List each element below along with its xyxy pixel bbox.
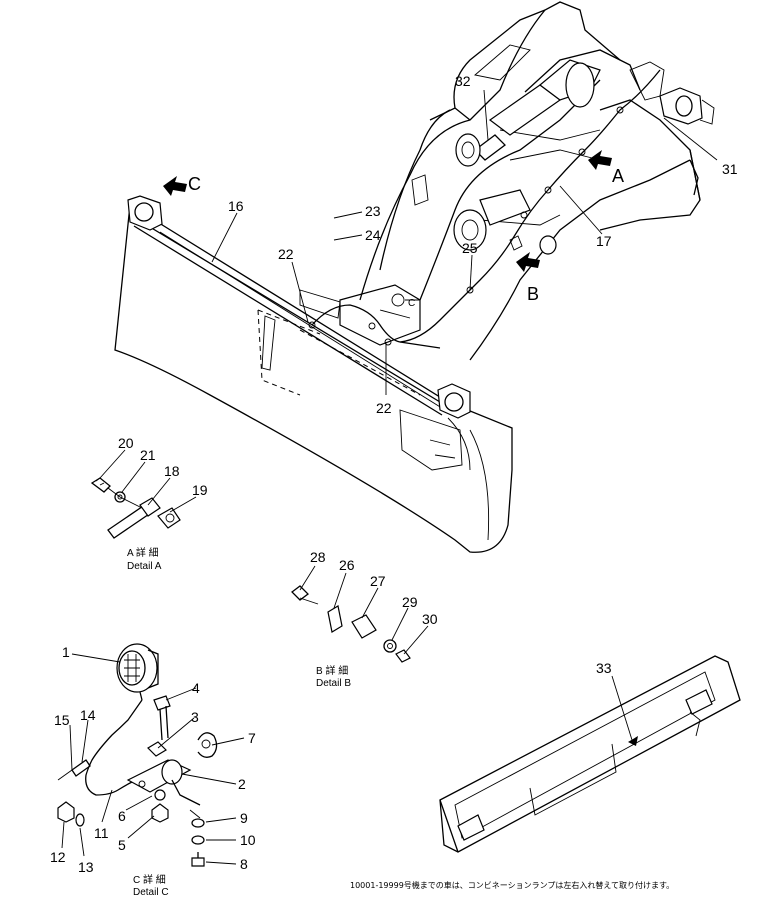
callout-8: 8 <box>240 856 248 872</box>
detail-a-caption-jp: A 詳 細 <box>127 546 159 559</box>
detail-a-caption-en: Detail A <box>127 561 162 572</box>
callout-15: 15 <box>54 712 70 728</box>
callout-21: 21 <box>140 447 156 463</box>
detail-captions: A 詳 細 Detail A B 詳 細 Detail B C 詳 細 Deta… <box>127 546 351 898</box>
detail-c-parts <box>57 643 218 867</box>
callout-4: 4 <box>192 680 200 696</box>
callout-27: 27 <box>370 573 386 589</box>
detail-b-parts <box>291 585 411 663</box>
detail-c-caption-en: Detail C <box>133 887 169 898</box>
detail-a-parts <box>90 477 181 539</box>
callout-5: 5 <box>118 837 126 853</box>
callout-2: 2 <box>238 776 246 792</box>
view-arrow-c <box>163 176 187 196</box>
callout-24: 24 <box>365 227 381 243</box>
dozer-blade <box>114 195 513 553</box>
callout-20: 20 <box>118 435 134 451</box>
callout-32: 32 <box>455 73 471 89</box>
callout-31: 31 <box>722 161 738 177</box>
callout-16: 16 <box>228 198 244 214</box>
view-arrow-a <box>588 150 612 170</box>
callout-29: 29 <box>402 594 418 610</box>
callout-19: 19 <box>192 482 208 498</box>
footnote: 10001-19999号機までの車は、コンビネーションランプは左右入れ替えて取り… <box>350 880 674 890</box>
callout-28: 28 <box>310 549 326 565</box>
callout-22-upper: 22 <box>278 246 294 262</box>
callout-14: 14 <box>80 707 96 723</box>
callout-12: 12 <box>50 849 66 865</box>
view-label-b: B <box>527 284 539 304</box>
callout-3: 3 <box>191 709 199 725</box>
callout-9: 9 <box>240 810 248 826</box>
view-labels: A B C <box>188 166 624 304</box>
callout-13: 13 <box>78 859 94 875</box>
callout-1: 1 <box>62 644 70 660</box>
callout-18: 18 <box>164 463 180 479</box>
callout-11: 11 <box>94 825 109 841</box>
callout-26: 26 <box>339 557 355 573</box>
callout-7: 7 <box>248 730 256 746</box>
callout-23: 23 <box>365 203 381 219</box>
callout-25: 25 <box>462 240 478 256</box>
view-label-c: C <box>188 174 201 194</box>
callout-10: 10 <box>240 832 256 848</box>
callout-22-lower: 22 <box>376 400 392 416</box>
part-33-panel <box>439 655 741 853</box>
svg-text:C: C <box>408 298 415 309</box>
callout-33: 33 <box>596 660 612 676</box>
callout-numbers: 32 31 16 23 24 17 25 22 22 20 21 18 19 2… <box>50 73 738 875</box>
detail-b-caption-jp: B 詳 細 <box>316 664 348 677</box>
leader-lines <box>61 89 718 865</box>
callout-6: 6 <box>118 808 126 824</box>
view-label-a: A <box>612 166 624 186</box>
view-arrow-b <box>516 252 540 272</box>
detail-b-caption-en: Detail B <box>316 678 351 689</box>
callout-30: 30 <box>422 611 438 627</box>
detail-c-caption-jp: C 詳 細 <box>133 873 166 886</box>
callout-17: 17 <box>596 233 612 249</box>
lift-frame: C <box>308 1 715 361</box>
